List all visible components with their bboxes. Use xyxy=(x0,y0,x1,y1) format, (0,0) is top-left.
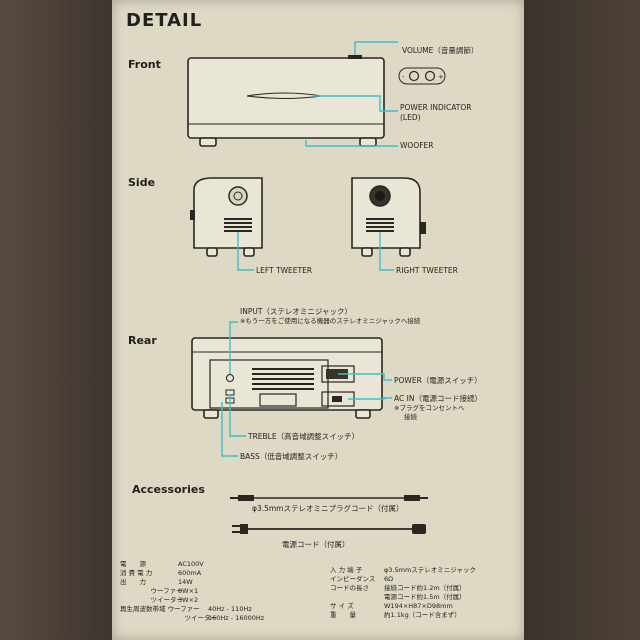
spec-row: 重 量約1.1kg（コード含まず） xyxy=(330,611,461,619)
stereo-cable-drawing xyxy=(230,495,428,501)
box-edge-left xyxy=(0,0,112,640)
spec-row: コードの長さ接続コード約1.2m（付属） xyxy=(330,584,466,592)
power-switch-label: POWER（電源スイッチ） xyxy=(394,376,482,385)
volume-label: VOLUME（音量調節） xyxy=(402,46,479,55)
bass-label: BASS（低音域調整スイッチ） xyxy=(240,452,343,461)
power-cord-drawing xyxy=(232,524,426,534)
svg-text:-: - xyxy=(402,73,405,81)
power-indicator-label: POWER INDICATOR xyxy=(400,103,472,112)
detail-sheet: - + xyxy=(112,0,524,640)
left-side-drawing xyxy=(190,177,263,257)
stereo-cable-label: φ3.5mmステレオミニプラグコード（付属） xyxy=(252,504,404,513)
section-rear: Rear xyxy=(128,334,157,347)
power-cord-label: 電源コード（付属） xyxy=(282,540,350,549)
right-side-drawing xyxy=(351,177,426,257)
woofer-label: WOOFER xyxy=(400,141,434,150)
volume-icon: - + xyxy=(398,67,446,85)
section-front: Front xyxy=(128,58,161,71)
box-edge-right xyxy=(524,0,640,640)
input-note: ※もう一方をご使用になる機器のステレオミニジャックへ接続 xyxy=(240,317,421,325)
page-title: DETAIL xyxy=(126,10,203,31)
spec-row: 電源コード約1.5m（付属） xyxy=(384,593,466,601)
ac-in-note-2: 接続 xyxy=(404,413,417,421)
treble-label: TREBLE（高音域調整スイッチ） xyxy=(248,432,360,441)
ac-in-note: ※プラグをコンセントへ xyxy=(394,404,465,412)
device-drawings: - + xyxy=(187,41,446,534)
section-side: Side xyxy=(128,176,156,189)
left-tweeter-label: LEFT TWEETER xyxy=(256,266,313,275)
ac-in-label: AC IN（電源コード接続） xyxy=(394,394,482,403)
input-label: INPUT（ステレオミニジャック） xyxy=(240,307,353,316)
right-tweeter-label: RIGHT TWEETER xyxy=(396,266,458,275)
rear-view-drawing xyxy=(191,337,383,419)
section-accessories: Accessories xyxy=(132,483,205,496)
front-view-drawing xyxy=(187,55,385,147)
svg-text:+: + xyxy=(438,73,444,81)
power-indicator-led-label: (LED) xyxy=(400,113,421,122)
